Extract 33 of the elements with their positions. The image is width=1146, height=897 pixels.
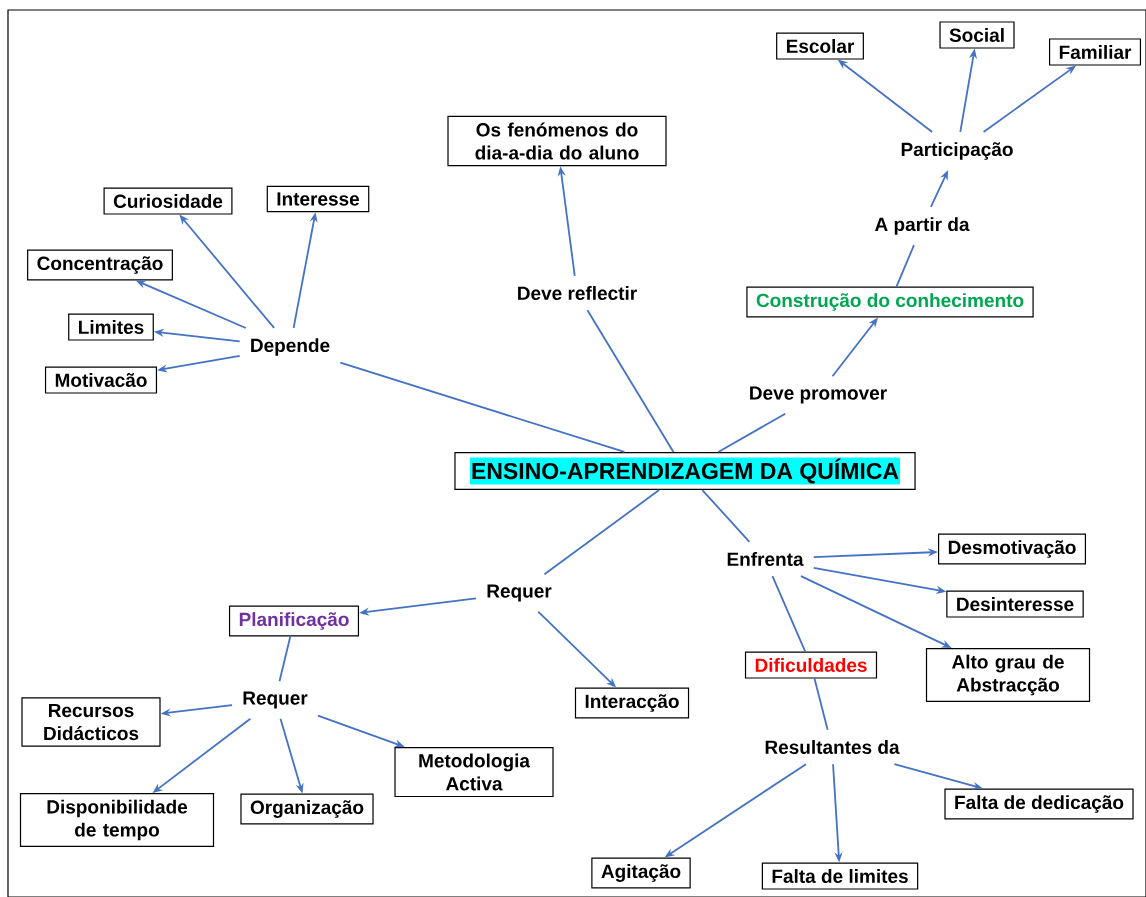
concept-box: Curiosidade — [103, 187, 233, 215]
linking-phrase: Requer — [487, 584, 552, 602]
linking-phrase: Requer — [243, 691, 308, 709]
concept-box: Alto grau de Abstracção — [925, 648, 1091, 702]
concept-box: Falta de dedicação — [944, 788, 1134, 820]
concept-box: Motivacão — [44, 366, 158, 394]
concept-box: Desinteresse — [946, 590, 1084, 618]
concept-box: Construção do conhecimento — [746, 286, 1034, 318]
linking-phrase: Depende — [251, 338, 330, 356]
linking-phrase: A partir da — [874, 217, 970, 235]
concept-box: Disponibilidade de tempo — [19, 793, 215, 847]
concept-box: Familiar — [1049, 38, 1142, 66]
linking-phrase: Deve reflectir — [518, 286, 637, 300]
concept-box: Dificuldades — [744, 651, 878, 679]
concept-box: Metodologia Activa — [394, 746, 554, 798]
concept-box: Agitação — [591, 857, 691, 889]
central-concept-box: ENSINO-APRENDIZAGEM DA QUÍMICA — [454, 451, 916, 491]
concept-box: Falta de limites — [761, 862, 919, 890]
concept-box: Os fenómenos do dia-a-dia do aluno — [447, 115, 667, 167]
concept-box: Limites — [68, 313, 154, 341]
concept-box: Recursos Didácticos — [21, 697, 161, 747]
linking-phrase: Enfrenta — [727, 552, 804, 566]
concept-box: Concentração — [27, 249, 173, 281]
linking-phrase: Resultantes da — [765, 740, 900, 754]
concept-box: Organização — [240, 793, 374, 825]
linking-phrase: Participação — [901, 142, 1013, 160]
linking-phrase: Deve promover — [750, 386, 887, 404]
concept-box: Planificação — [228, 605, 360, 637]
concept-box: Desmotivação — [938, 533, 1087, 565]
concept-box: Social — [939, 21, 1015, 49]
concept-box: Interesse — [266, 185, 370, 213]
concept-box: Interacção — [574, 687, 690, 719]
concept-box: Escolar — [776, 32, 864, 60]
